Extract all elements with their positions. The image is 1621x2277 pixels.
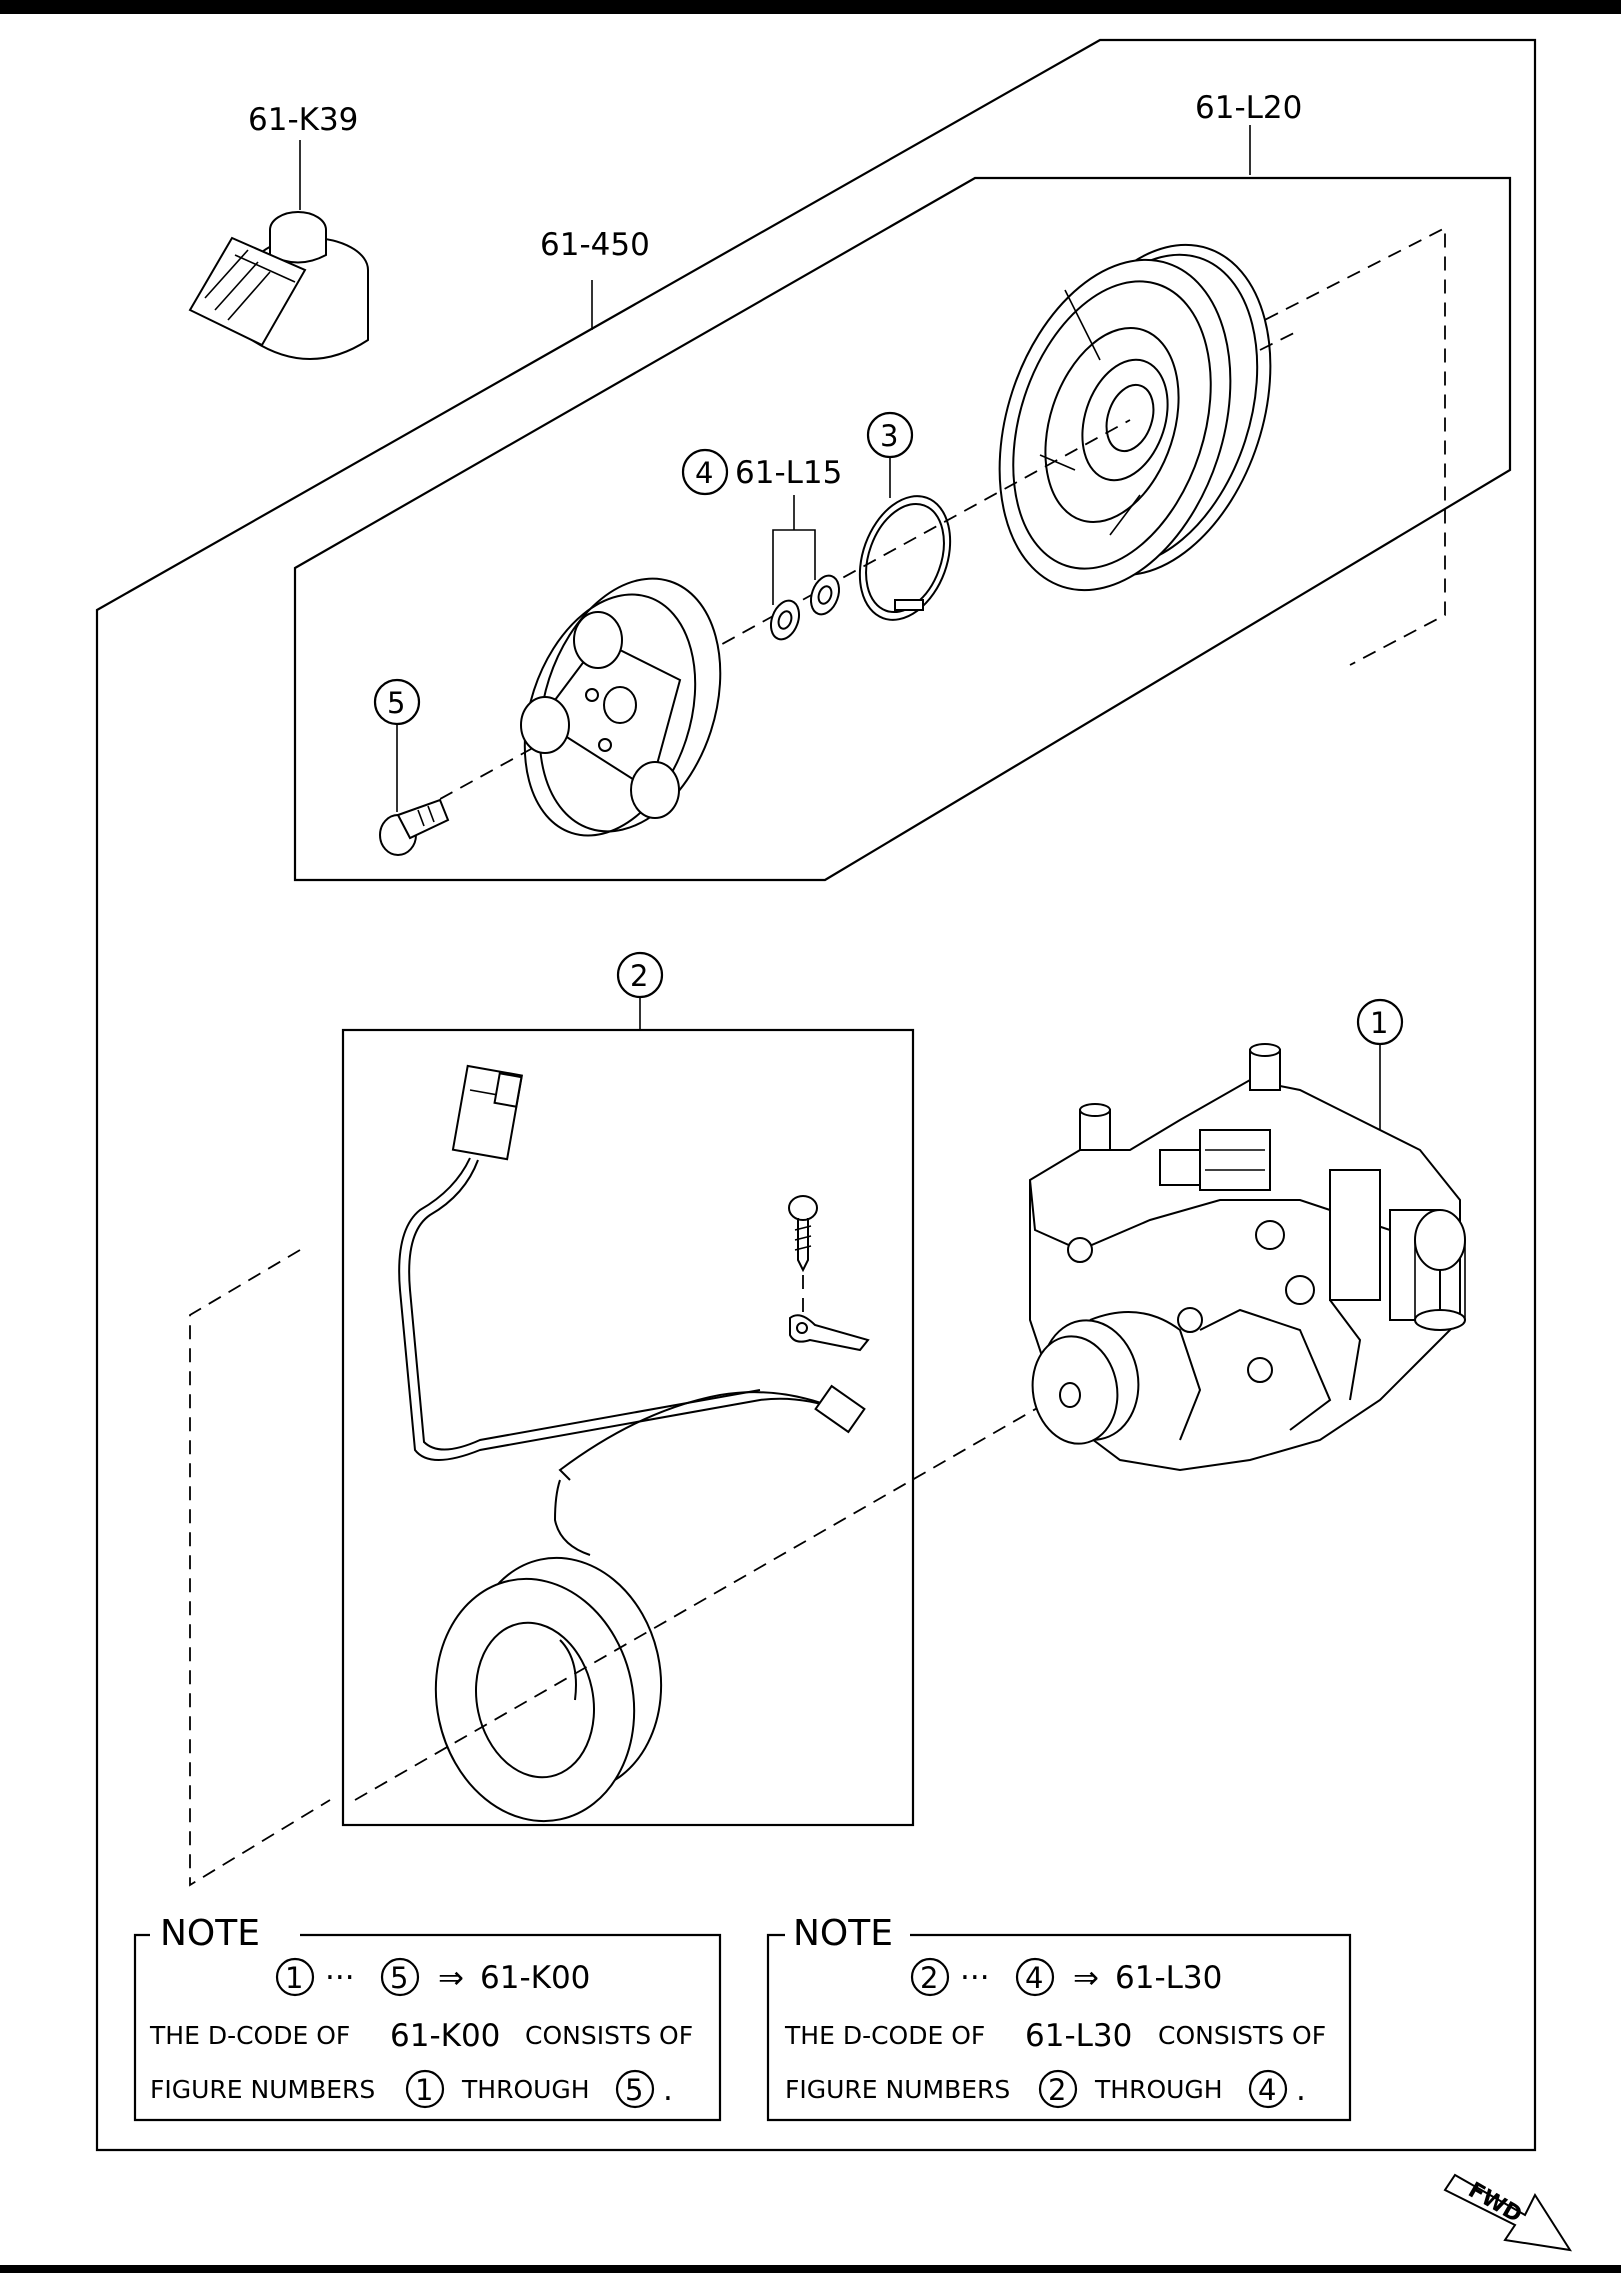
clutch-hub-part (520, 577, 722, 837)
svg-text:···: ··· (960, 1960, 990, 1996)
svg-text:FIGURE NUMBERS: FIGURE NUMBERS (785, 2075, 1010, 2104)
svg-text:1: 1 (415, 2073, 433, 2107)
compressor-part (1029, 1043, 1466, 1472)
svg-text:.: . (663, 2072, 673, 2108)
svg-text:5: 5 (390, 1961, 408, 1995)
field-coil-part (398, 1064, 870, 1823)
field-coil-box (341, 1028, 915, 1827)
clutch-boundary (293, 176, 1512, 882)
callout-circle-4 (681, 448, 729, 496)
svg-text:61-K00: 61-K00 (390, 2018, 500, 2054)
svg-text:.: . (1296, 2072, 1306, 2108)
bottom-rule (0, 2265, 1621, 2273)
assembly-boundary (95, 38, 1537, 2152)
svg-text:⇒: ⇒ (1073, 1960, 1099, 1996)
svg-text:CONSISTS OF: CONSISTS OF (525, 2021, 693, 2050)
label-clutch-set: 61-450 (540, 227, 650, 263)
callout-1: 1 (1370, 1006, 1388, 1040)
callout-circle-1 (1356, 998, 1404, 1046)
pulley-axis-extension (1259, 329, 1301, 351)
svg-text:···: ··· (325, 1960, 355, 1996)
svg-text:2: 2 (1048, 2073, 1066, 2107)
callout-circle-3 (866, 411, 914, 459)
coil-dashed-boundary (189, 1249, 331, 1887)
svg-text:⇒: ⇒ (438, 1960, 464, 1996)
pulley-dashed-boundary (1244, 226, 1446, 666)
callout-4: 4 (695, 456, 713, 490)
note-left-code: 61-K00 (480, 1960, 590, 1996)
snap-ring-part (858, 495, 952, 621)
callout-circle-2 (616, 951, 664, 999)
svg-text:FIGURE NUMBERS: FIGURE NUMBERS (150, 2075, 375, 2104)
svg-text:4: 4 (1258, 2073, 1276, 2107)
svg-text:61-L30: 61-L30 (1025, 2018, 1132, 2054)
callout-5: 5 (387, 686, 405, 720)
note-right: NOTE 2 ··· 4 ⇒ 61-L30 THE D-CODE OF 61-L… (766, 1913, 1352, 2122)
shim-part (769, 574, 841, 641)
svg-text:THROUGH: THROUGH (461, 2075, 590, 2104)
svg-text:THROUGH: THROUGH (1094, 2075, 1223, 2104)
fwd-label: FWD (1464, 2178, 1526, 2228)
callout-3: 3 (880, 419, 898, 453)
label-pulley: 61-L20 (1195, 90, 1302, 126)
note-right-code: 61-L30 (1115, 1960, 1222, 1996)
svg-text:THE D-CODE OF: THE D-CODE OF (149, 2021, 350, 2050)
svg-text:4: 4 (1025, 1961, 1043, 1995)
clutch-axis (419, 419, 1131, 811)
sensor-part (188, 140, 369, 360)
svg-text:CONSISTS OF: CONSISTS OF (1158, 2021, 1326, 2050)
svg-text:5: 5 (625, 2073, 643, 2107)
svg-text:1: 1 (285, 1961, 303, 1995)
svg-text:THE D-CODE OF: THE D-CODE OF (784, 2021, 985, 2050)
bolt-part (379, 798, 450, 856)
note-left-header: NOTE (160, 1913, 260, 1954)
note-left: NOTE 1 ··· 5 ⇒ 61-K00 THE D-CODE OF 61-K… (133, 1913, 722, 2122)
note-right-header: NOTE (793, 1913, 893, 1954)
top-rule (0, 0, 1621, 14)
label-sensor: 61-K39 (248, 102, 358, 138)
fwd-arrow-icon: FWD (1443, 2173, 1573, 2252)
label-shim: 61-L15 (735, 455, 842, 491)
callout-circle-5 (373, 678, 421, 726)
callout-2: 2 (630, 959, 648, 993)
svg-text:2: 2 (920, 1961, 938, 1995)
compressor-axis (354, 1394, 1061, 1801)
pulley-part (998, 243, 1272, 592)
leader-shim (772, 529, 816, 605)
